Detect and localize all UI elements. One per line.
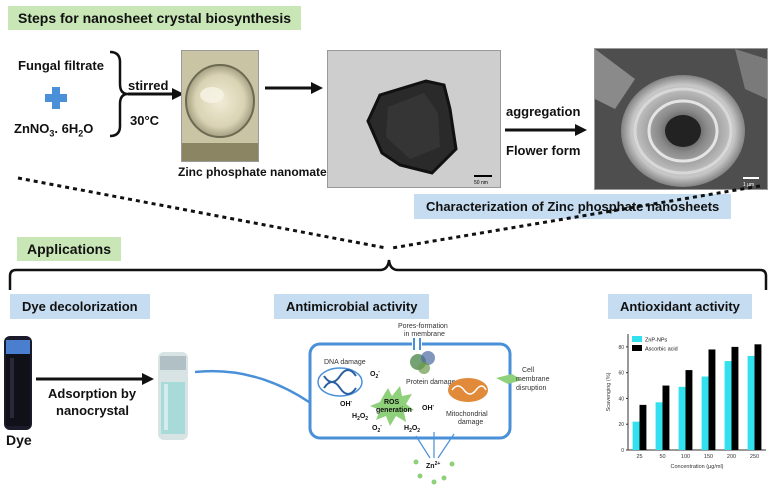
y-tick-label: 20 (618, 422, 624, 428)
svg-text:Pores-formation: Pores-formation (398, 323, 448, 330)
adsorption-arrow (36, 373, 154, 385)
protein-icon (410, 351, 435, 374)
y-tick-label: 60 (618, 371, 624, 377)
page-title: Steps for nanosheet crystal biosynthesis (18, 10, 292, 26)
bar-znp-nps (632, 421, 640, 450)
svg-text:in membrane: in membrane (404, 331, 445, 338)
antimicrobial-cell-diagram: Pores-formation in membrane DNA damage P… (308, 323, 550, 485)
svg-text:Zn2+: Zn2+ (426, 461, 440, 470)
title-banner: Steps for nanosheet crystal biosynthesis (8, 6, 302, 30)
aggregation-label: aggregation (506, 104, 581, 119)
bar-znp-nps (655, 402, 663, 450)
antimicrobial-banner: Antimicrobial activity (274, 294, 430, 319)
dye-label: Dye (6, 432, 32, 448)
ingredient-fungal-filtrate: Fungal filtrate (18, 58, 104, 73)
clear-vial-image (158, 352, 188, 440)
adsorption-label-2: nanocrystal (56, 403, 129, 418)
characterization-label: Characterization of Zinc phosphate nanos… (426, 199, 720, 214)
bar-znp-nps (724, 361, 732, 450)
y-tick-label: 80 (618, 345, 624, 351)
legend-swatch (632, 345, 642, 351)
svg-text:DNA damage: DNA damage (324, 359, 366, 366)
synthesis-bracket-arrow (109, 50, 184, 138)
svg-text:ROS: ROS (384, 399, 400, 406)
applications-label: Applications (27, 241, 112, 257)
antioxidant-label: Antioxidant activity (620, 299, 740, 314)
flower-form-label: Flower form (506, 143, 581, 158)
svg-text:Protein damage: Protein damage (406, 379, 456, 386)
dotted-converging-lines (17, 176, 761, 250)
x-tick-label: 50 (659, 454, 665, 460)
bar-ascorbic-acid (708, 349, 716, 450)
x-tick-label: 150 (704, 454, 713, 460)
svg-text:Mitochondrial: Mitochondrial (446, 411, 488, 418)
applications-bracket (8, 259, 768, 290)
connector-line (195, 369, 310, 404)
sem-flower-image: 1 µm (594, 48, 768, 190)
bar-znp-nps (701, 376, 709, 450)
chart-bars (632, 344, 762, 450)
y-tick-label: 0 (621, 448, 624, 454)
aggregation-arrow (505, 124, 587, 136)
x-axis-label: Concentration (µg/ml) (671, 464, 724, 470)
x-tick-label: 25 (636, 454, 642, 460)
legend-label: Ascorbic acid (645, 347, 678, 353)
x-tick-label: 200 (727, 454, 736, 460)
x-tick-label: 250 (750, 454, 759, 460)
svg-text:1 µm: 1 µm (743, 182, 754, 188)
characterization-banner: Characterization of Zinc phosphate nanos… (414, 194, 732, 219)
legend-swatch (632, 336, 642, 342)
applications-banner: Applications (17, 237, 122, 261)
svg-text:O2-: O2- (372, 423, 382, 434)
antimicrobial-label: Antimicrobial activity (286, 299, 418, 314)
arrow-to-tem (265, 82, 323, 94)
svg-text:H2O2: H2O2 (404, 425, 420, 434)
bar-znp-nps (747, 355, 755, 450)
svg-text:Cell: Cell (522, 367, 535, 374)
svg-text:generation: generation (376, 407, 412, 414)
bar-ascorbic-acid (639, 404, 647, 450)
dye-decolorization-banner: Dye decolorization (10, 294, 150, 319)
bar-ascorbic-acid (754, 344, 762, 450)
condition-stirred: stirred (128, 78, 169, 93)
legend-label: ZnP-NPs (645, 338, 668, 344)
zinc-phosphate-vial-image (181, 50, 259, 162)
svg-text:disruption: disruption (516, 385, 546, 392)
bar-ascorbic-acid (731, 346, 739, 450)
bar-ascorbic-acid (662, 385, 670, 450)
svg-text:membrane: membrane (516, 376, 550, 383)
svg-text:OH-: OH- (422, 403, 435, 412)
product-label: Zinc phosphate nanomaterial (178, 165, 345, 179)
tem-nanosheet-image: 50 nm (327, 50, 501, 188)
mitochondria-icon (448, 378, 488, 402)
ingredient-zinc-nitrate: ZnNO3. 6H2O (14, 121, 94, 139)
dye-vial-image (4, 336, 32, 430)
svg-text:O2-: O2- (370, 369, 380, 380)
y-tick-label: 40 (618, 396, 624, 402)
bar-znp-nps (678, 386, 686, 450)
dye-decolorization-label: Dye decolorization (22, 299, 138, 314)
svg-text:OH-: OH- (340, 399, 353, 408)
svg-text:H2O2: H2O2 (352, 413, 368, 422)
adsorption-label-1: Adsorption by (48, 386, 137, 401)
y-axis-label: Scavenging (%) (606, 372, 612, 411)
plus-icon (45, 87, 67, 109)
svg-text:50 nm: 50 nm (474, 180, 488, 186)
antioxidant-banner: Antioxidant activity (608, 294, 752, 319)
x-tick-label: 100 (681, 454, 690, 460)
condition-temperature: 30°C (130, 113, 160, 128)
bar-ascorbic-acid (685, 370, 693, 450)
svg-text:damage: damage (458, 419, 483, 426)
